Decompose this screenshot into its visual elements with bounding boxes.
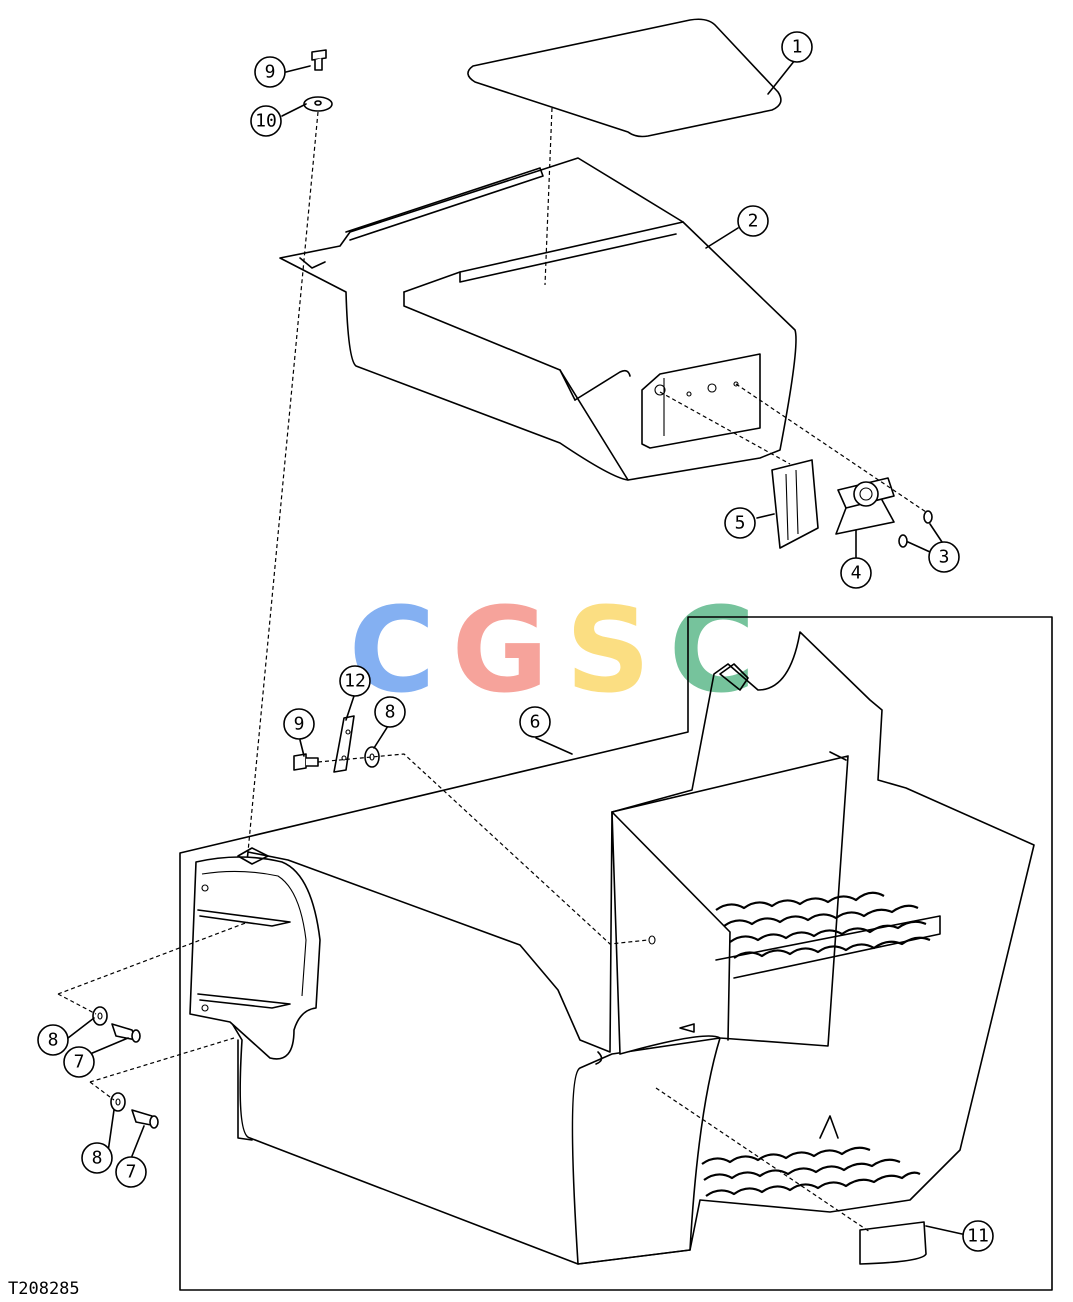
callout-5: 5 <box>724 507 756 539</box>
callout-12-label: 12 <box>344 671 366 692</box>
part-latch-handle <box>835 477 895 535</box>
watermark-letter-4: C <box>669 581 756 719</box>
watermark-letter-3: S <box>566 581 651 719</box>
part-storage-box <box>279 157 797 481</box>
callout-8a-label: 8 <box>48 1030 59 1051</box>
callout-10-label: 10 <box>255 111 277 132</box>
callout-8c: 8 <box>374 696 406 728</box>
watermark: C G S C <box>349 581 756 719</box>
part-bolt-top <box>303 49 333 112</box>
callout-8b: 8 <box>81 1142 113 1174</box>
callout-5-label: 5 <box>735 513 746 534</box>
part-lid-panel <box>467 18 782 138</box>
callout-6-label: 6 <box>530 712 541 733</box>
callout-7b-label: 7 <box>126 1162 137 1183</box>
callout-8b-label: 8 <box>92 1148 103 1169</box>
callout-3-label: 3 <box>939 547 950 568</box>
part-hinge-strip <box>293 715 380 773</box>
callout-11-label: 11 <box>967 1226 989 1247</box>
watermark-letter-2: G <box>452 581 549 719</box>
callout-8a: 8 <box>37 1024 69 1056</box>
part-nuts <box>898 510 933 548</box>
figure-id: T208285 <box>8 1279 80 1299</box>
callout-10: 10 <box>250 105 282 137</box>
watermark-letter-1: C <box>349 581 436 719</box>
callout-1-label: 1 <box>792 37 803 58</box>
callout-9b: 9 <box>283 708 315 740</box>
part-side-fasteners <box>92 1006 159 1129</box>
callout-8c-label: 8 <box>385 702 396 723</box>
callout-12: 12 <box>339 665 371 697</box>
leader-lines <box>67 59 963 1235</box>
alignment-lines <box>57 107 927 1233</box>
callout-6: 6 <box>519 706 551 738</box>
part-bracket <box>771 459 819 549</box>
callout-1: 1 <box>781 31 813 63</box>
callout-2: 2 <box>737 205 769 237</box>
callout-3: 3 <box>928 541 960 573</box>
callout-9b-label: 9 <box>294 714 305 735</box>
callout-9a: 9 <box>254 56 286 88</box>
callout-2-label: 2 <box>748 211 759 232</box>
callout-9a-label: 9 <box>265 62 276 83</box>
callout-4: 4 <box>840 557 872 589</box>
callout-4-label: 4 <box>851 563 862 584</box>
part-pad <box>859 1221 927 1265</box>
callout-11: 11 <box>962 1220 994 1252</box>
part-step-treads <box>701 891 941 1197</box>
callout-7a: 7 <box>63 1046 95 1078</box>
callout-7b: 7 <box>115 1156 147 1188</box>
callout-7a-label: 7 <box>74 1052 85 1073</box>
